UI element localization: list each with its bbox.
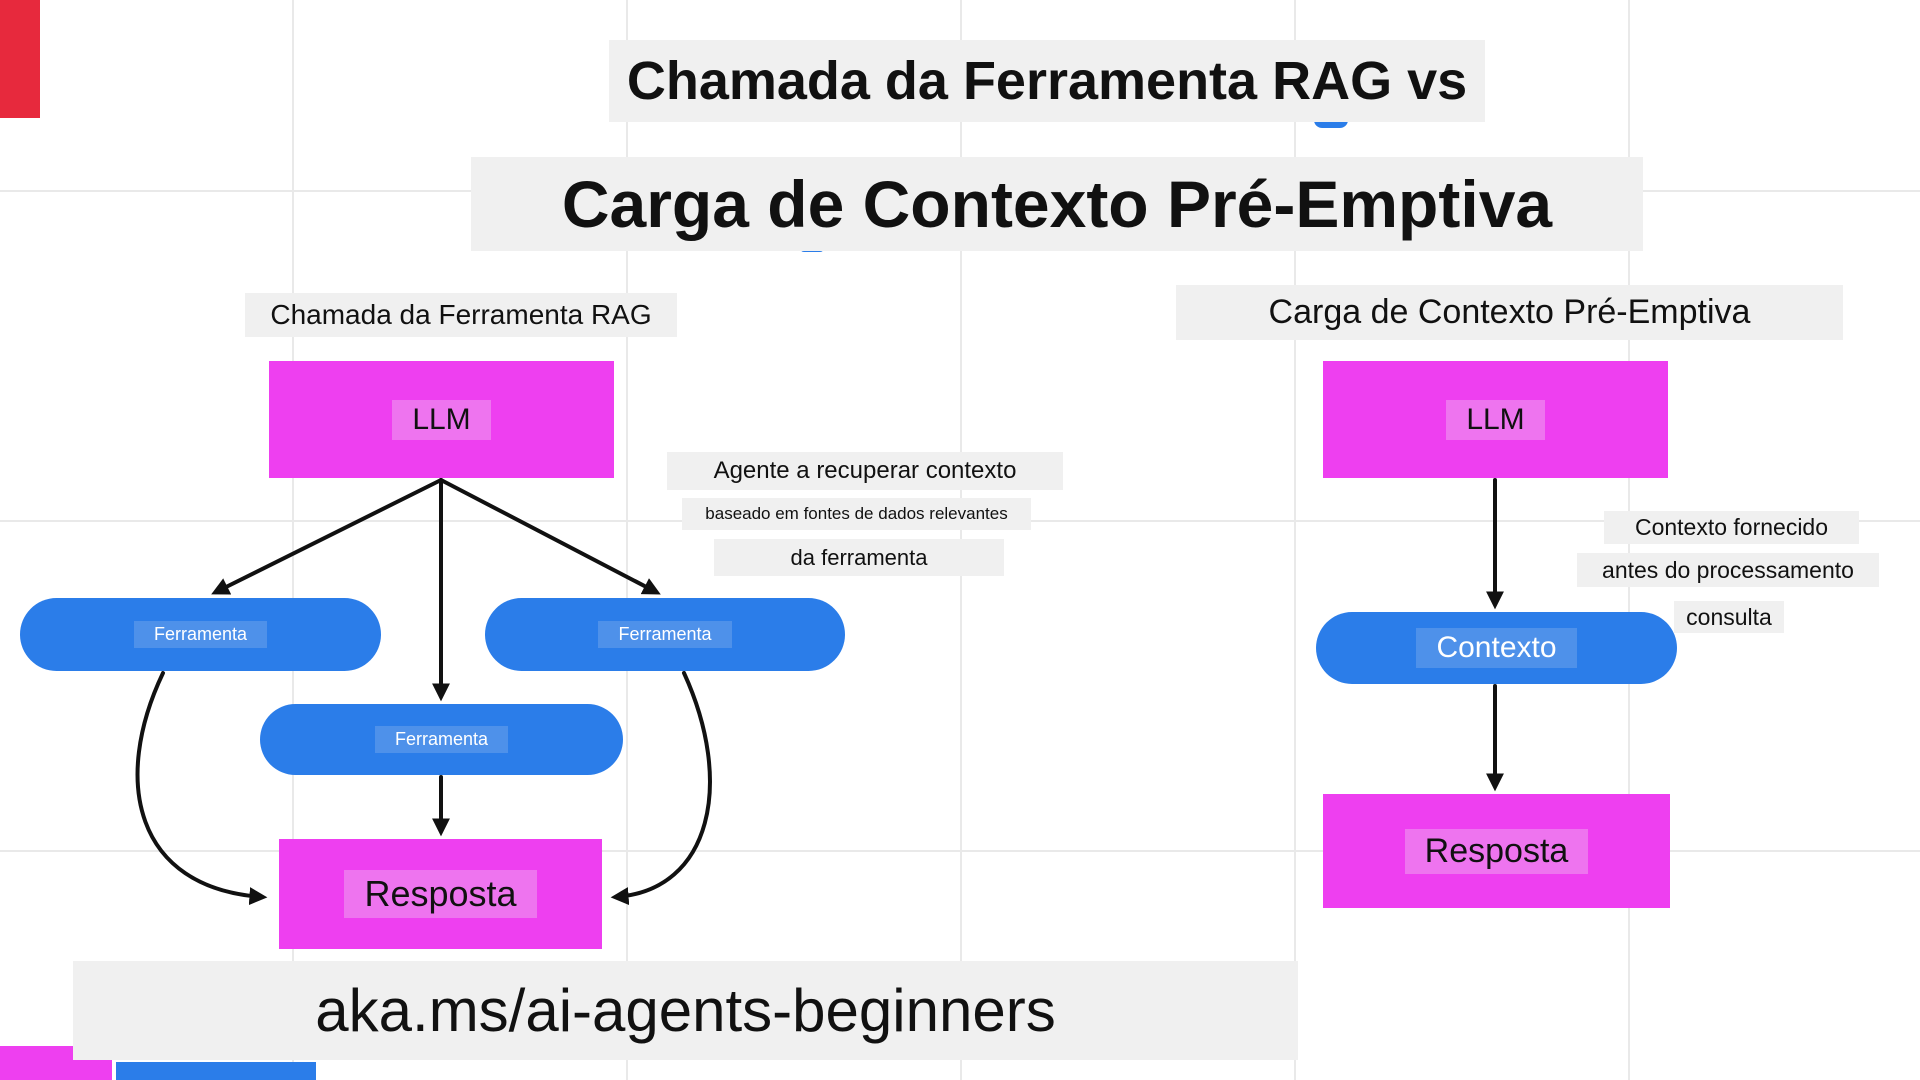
right-annotation-line2: antes do processamento [1577,553,1879,587]
left-section-heading: Chamada da Ferramenta RAG [245,293,677,337]
left-response-node: Resposta [279,839,602,949]
diagram-title-line2: Carga de Contexto Pré-Emptiva [471,157,1643,251]
right-annotation-line3: consulta [1674,601,1784,633]
arrow-llm-to-tool-left [211,478,443,595]
diagram-title-line1: Chamada da Ferramenta RAG vs [609,40,1485,122]
bottom-left-blue-shape [116,1062,316,1080]
left-tool-node-1: Ferramenta [20,598,381,671]
left-annotation-line1: Agente a recuperar contexto [667,452,1063,490]
right-context-label: Contexto [1416,628,1577,668]
right-response-label: Resposta [1404,828,1589,874]
left-annotation-line2: baseado em fontes de dados relevantes [682,498,1031,530]
left-llm-node: LLM [269,361,614,478]
left-tool-label-2: Ferramenta [598,621,732,648]
left-tool-label-3: Ferramenta [374,726,509,753]
red-corner-shape [0,0,40,118]
arrow-llm-to-tool-right [439,478,661,595]
right-llm-label: LLM [1446,399,1545,440]
arrow-tool-left-to-response [135,671,268,906]
left-tool-label-1: Ferramenta [133,621,268,648]
right-annotation-line1: Contexto fornecido [1604,511,1859,544]
left-tool-node-2: Ferramenta [485,598,845,671]
left-llm-label: LLM [392,399,491,440]
left-response-label: Resposta [344,870,537,918]
right-context-node: Contexto [1316,612,1677,684]
left-tool-node-3: Ferramenta [260,704,623,775]
arrow-tool-right-to-response [610,671,712,906]
right-llm-node: LLM [1323,361,1668,478]
left-annotation-line3: da ferramenta [714,539,1004,576]
right-section-heading: Carga de Contexto Pré-Emptiva [1176,285,1843,340]
footer-link-text: aka.ms/ai-agents-beginners [73,961,1298,1060]
right-response-node: Resposta [1323,794,1670,908]
